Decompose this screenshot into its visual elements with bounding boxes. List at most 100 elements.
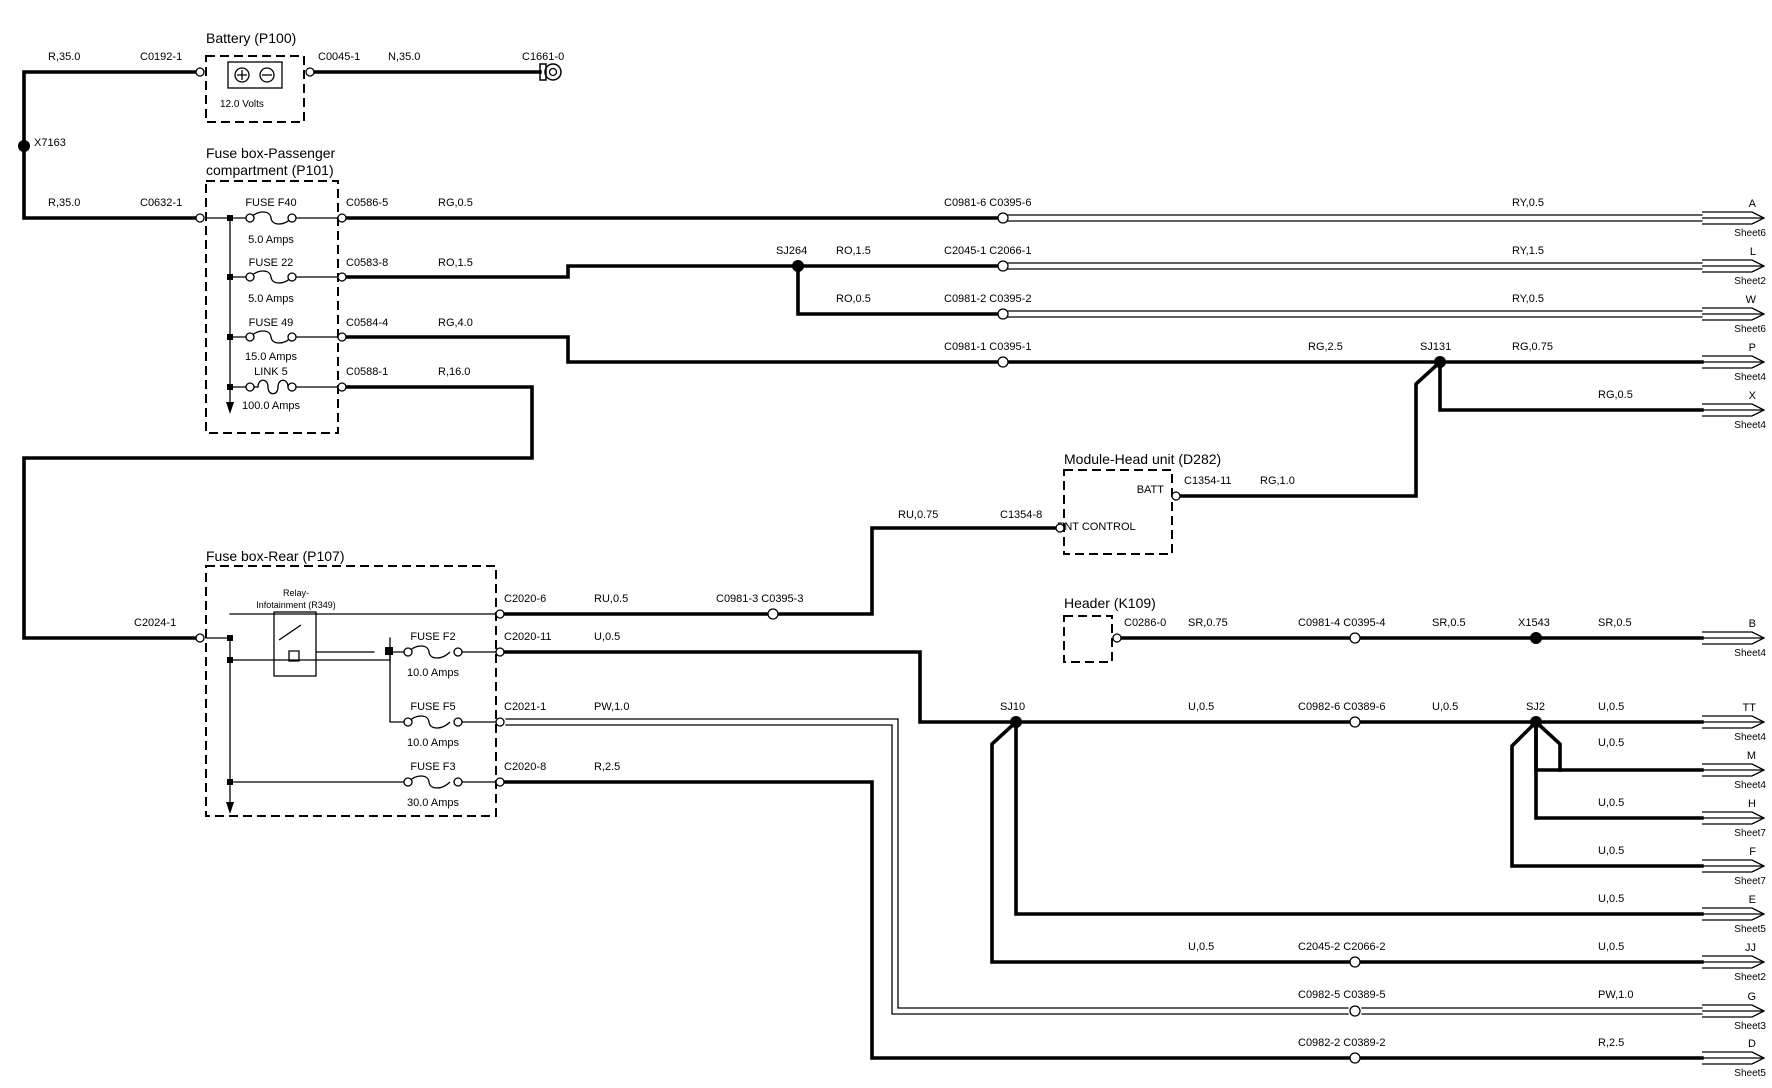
label-sr05b: SR,0.5 bbox=[1598, 617, 1632, 629]
offsheet-letter: P bbox=[1749, 342, 1756, 354]
label-u05e: U,0.5 bbox=[1598, 737, 1624, 749]
link-5-name: LINK 5 bbox=[254, 366, 288, 378]
splice-sj264 bbox=[792, 260, 804, 272]
label-pw10b: PW,1.0 bbox=[1598, 989, 1633, 1001]
offsheet-sheet: Sheet4 bbox=[1734, 732, 1766, 743]
offsheet-letter: JJ bbox=[1745, 942, 1756, 954]
wire-labels: R,35.0 C0192-1 C0045-1 N,35.0 C1661-0 X7… bbox=[34, 51, 1633, 1049]
fuse-ff3-symbol bbox=[403, 775, 463, 789]
offsheet-letter: M bbox=[1747, 750, 1756, 762]
splice-x1543 bbox=[1530, 632, 1542, 644]
offsheet-letter: B bbox=[1749, 618, 1756, 630]
label-c0588: C0588-1 bbox=[346, 366, 388, 378]
connector-c0981-3 bbox=[767, 608, 779, 620]
connector-c2045-2 bbox=[1349, 956, 1361, 968]
label-x1543: X1543 bbox=[1518, 617, 1550, 629]
connector-c0982-2 bbox=[1349, 1052, 1361, 1064]
label-u05h: U,0.5 bbox=[1598, 893, 1624, 905]
label-c2024: C2024-1 bbox=[134, 617, 176, 629]
label-c2020-8: C2020-8 bbox=[504, 761, 546, 773]
fuse-ff2-rating: 10.0 Amps bbox=[407, 667, 459, 679]
offsheet-sheet: Sheet7 bbox=[1734, 876, 1766, 887]
fuse-22-symbol bbox=[245, 270, 297, 284]
label-c0981-2: C0981-2 C0395-2 bbox=[944, 293, 1031, 305]
offsheet-letter: H bbox=[1748, 798, 1756, 810]
label-c1661: C1661-0 bbox=[522, 51, 564, 63]
label-c0981-4: C0981-4 C0395-4 bbox=[1298, 617, 1385, 629]
label-rg075: RG,0.75 bbox=[1512, 341, 1553, 353]
connector-c2020-11 bbox=[495, 647, 505, 657]
fuse-ff5-name: FUSE F5 bbox=[410, 701, 455, 713]
fuse-49-symbol bbox=[245, 330, 297, 344]
connector-c0045 bbox=[305, 67, 315, 77]
label-n35: N,35.0 bbox=[388, 51, 420, 63]
label-rg10: RG,1.0 bbox=[1260, 475, 1295, 487]
label-r35b: R,35.0 bbox=[48, 197, 80, 209]
fuse-box-rear-title: Fuse box-Rear (P107) bbox=[206, 548, 345, 564]
label-c2045-1: C2045-1 C2066-1 bbox=[944, 245, 1031, 257]
label-sj2: SJ2 bbox=[1526, 701, 1545, 713]
offsheet-jj[interactable]: JJ Sheet2 bbox=[1702, 942, 1766, 983]
connector-c2045-1 bbox=[997, 260, 1009, 272]
offsheet-sheet: Sheet4 bbox=[1734, 420, 1766, 431]
label-u05a: U,0.5 bbox=[594, 631, 620, 643]
connector-c0192 bbox=[195, 67, 205, 77]
label-c0981-6: C0981-6 C0395-6 bbox=[944, 197, 1031, 209]
connectors bbox=[18, 63, 1542, 1064]
label-c0584: C0584-4 bbox=[346, 317, 388, 329]
offsheet-letter: D bbox=[1748, 1038, 1756, 1050]
ground-c1661 bbox=[539, 63, 562, 81]
fuse-ff2-symbol bbox=[403, 645, 463, 659]
offsheet-sheet: Sheet2 bbox=[1734, 972, 1766, 983]
offsheet-letter: TT bbox=[1743, 702, 1757, 714]
offsheet-letter: L bbox=[1750, 246, 1756, 258]
offsheet-sheet: Sheet6 bbox=[1734, 324, 1766, 335]
offsheet-sheet: Sheet5 bbox=[1734, 1068, 1766, 1079]
label-c2045-2: C2045-2 C2066-2 bbox=[1298, 941, 1385, 953]
relay-label-2: Infotainment (R349) bbox=[256, 600, 336, 610]
fuse-f40-rating: 5.0 Amps bbox=[248, 234, 294, 246]
label-rg25: RG,2.5 bbox=[1308, 341, 1343, 353]
offsheet-arrow bbox=[1702, 763, 1766, 777]
battery-voltage: 12.0 Volts bbox=[220, 99, 264, 110]
module-head-unit: Module-Head unit (D282) BATT ENT CONTROL bbox=[1057, 451, 1221, 555]
fuse-f40-symbol bbox=[245, 211, 297, 225]
connector-c0981-1 bbox=[997, 356, 1009, 368]
fuse-22-rating: 5.0 Amps bbox=[248, 293, 294, 305]
offsheet-sheet: Sheet5 bbox=[1734, 924, 1766, 935]
relay-symbol bbox=[273, 611, 317, 677]
label-c0045: C0045-1 bbox=[318, 51, 360, 63]
offsheet-d[interactable]: D Sheet5 bbox=[1702, 1038, 1766, 1079]
offsheet-arrow bbox=[1702, 355, 1766, 369]
label-r35a: R,35.0 bbox=[48, 51, 80, 63]
battery: Battery (P100) 12.0 Volts bbox=[205, 30, 305, 123]
label-x7163: X7163 bbox=[34, 137, 66, 149]
offsheet-arrow bbox=[1702, 631, 1766, 645]
fuse-ff5-rating: 10.0 Amps bbox=[407, 737, 459, 749]
wires bbox=[22, 70, 1704, 1060]
label-u05c: U,0.5 bbox=[1432, 701, 1458, 713]
offsheet-arrow bbox=[1702, 307, 1766, 321]
label-sj264: SJ264 bbox=[776, 245, 807, 257]
fuse-ff3-rating: 30.0 Amps bbox=[407, 797, 459, 809]
fuse-labels: FUSE F40 5.0 Amps FUSE 22 5.0 Amps FUSE … bbox=[242, 197, 460, 809]
label-c0982-6: C0982-6 C0389-6 bbox=[1298, 701, 1385, 713]
offsheet-tt[interactable]: TT Sheet4 bbox=[1702, 702, 1766, 743]
connector-c0982-5 bbox=[1349, 1005, 1361, 1017]
connector-c0588 bbox=[337, 382, 347, 392]
label-c1354-8: C1354-8 bbox=[1000, 509, 1042, 521]
label-c2020-11: C2020-11 bbox=[504, 631, 552, 643]
